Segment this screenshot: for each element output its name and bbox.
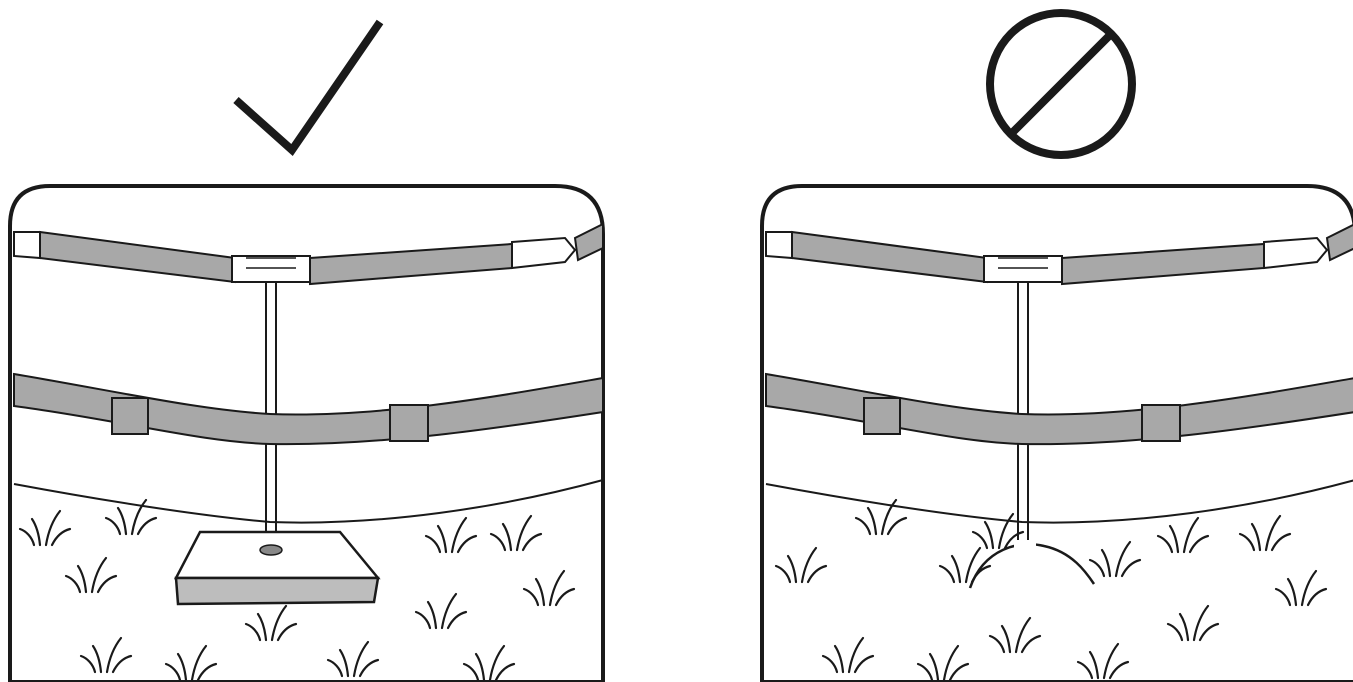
soil-mound bbox=[968, 542, 1096, 589]
panel-correct bbox=[8, 19, 605, 682]
panel-incorrect bbox=[760, 9, 1353, 682]
prohibited-icon bbox=[986, 9, 1136, 159]
checkmark-icon bbox=[233, 19, 384, 157]
base-pad bbox=[173, 530, 381, 606]
